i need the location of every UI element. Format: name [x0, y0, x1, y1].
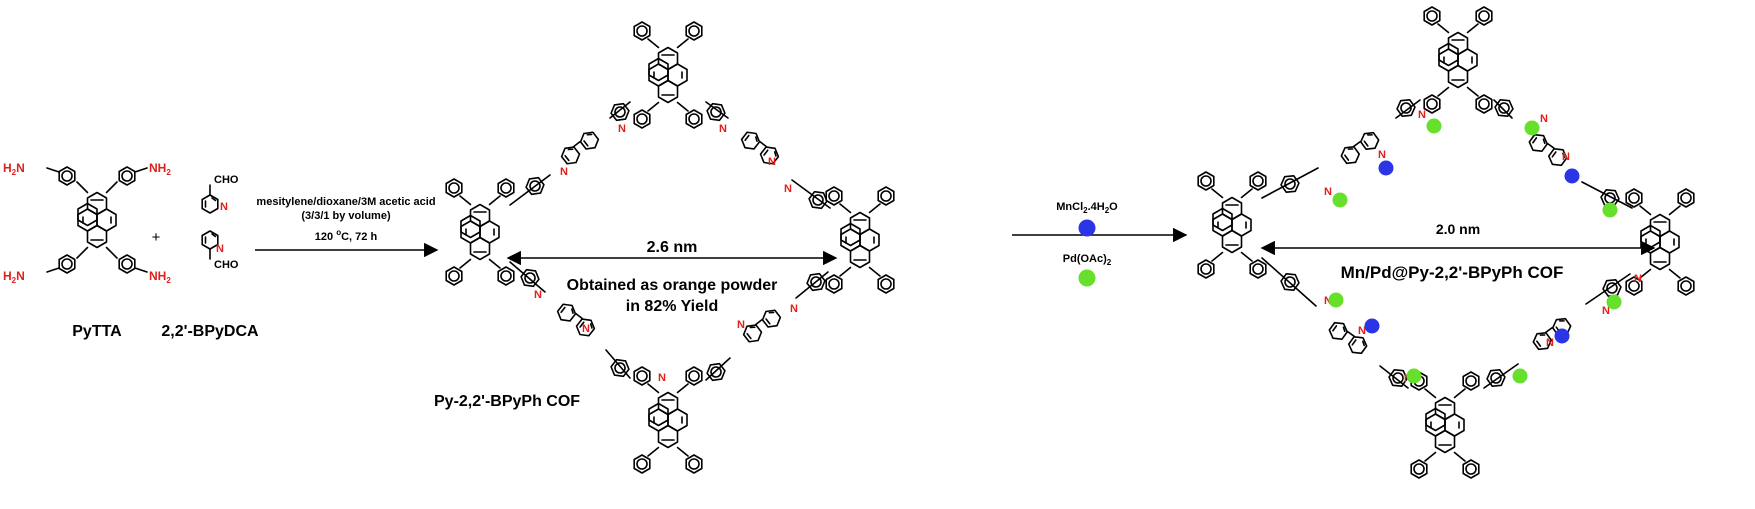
mn-marker [1554, 328, 1570, 344]
step1-conditions-line1: mesitylene/dioxane/3M acetic acid [256, 196, 435, 208]
pytta-name: PyTTA [72, 323, 122, 340]
pd-marker [1602, 202, 1618, 218]
svg-text:N: N [1418, 109, 1426, 121]
svg-text:N: N [737, 319, 745, 331]
step2-mn-reagent: MnCl2.4H2O [1056, 201, 1118, 215]
bpydca-molecule: N N CHO CHO [201, 174, 239, 271]
cof1-note-line2: in 82% Yield [626, 298, 718, 315]
bpydca-name: 2,2'-BPyDCA [161, 323, 259, 340]
aldehyde-label-top: CHO [214, 174, 239, 186]
pd-marker [1606, 294, 1622, 310]
mn-marker [1378, 160, 1394, 176]
svg-text:N: N [1540, 113, 1548, 125]
svg-text:N: N [582, 323, 590, 335]
svg-text:N: N [658, 372, 666, 384]
svg-text:N: N [1324, 186, 1332, 198]
pd-marker-legend [1078, 269, 1096, 287]
step1-conditions-line2: (3/3/1 by volume) [301, 210, 391, 222]
pd-marker [1406, 368, 1422, 384]
cof2-name: Mn/Pd@Py-2,2'-BPyPh COF [1341, 263, 1564, 282]
cof2-framework: N N N N N N N N N N N [1198, 7, 1694, 478]
plus-sign: + [152, 229, 161, 246]
svg-text:N: N [1602, 305, 1610, 317]
amine-label-bottom-right: NH2 [149, 269, 171, 285]
step1-conditions-line3: 120 oC, 72 h [315, 228, 378, 243]
pytta-molecule: H2N NH2 H2N NH2 [3, 161, 171, 285]
cof2-pore-size: 2.0 nm [1436, 221, 1480, 237]
svg-text:N: N [1378, 149, 1386, 161]
pd-marker [1332, 192, 1348, 208]
svg-text:N: N [1634, 273, 1642, 285]
cof2-metal-markers [1328, 118, 1622, 384]
mn-marker-legend [1078, 219, 1096, 237]
svg-text:N: N [1562, 151, 1570, 163]
svg-text:N: N [618, 123, 626, 135]
cof1-pore-size: 2.6 nm [647, 239, 698, 256]
cof1-note-line1: Obtained as orange powder [567, 277, 778, 294]
mn-marker [1364, 318, 1380, 334]
amine-label-top-left: H2N [3, 161, 25, 177]
aldehyde-label-bottom: CHO [214, 259, 239, 271]
svg-text:N: N [1324, 295, 1332, 307]
svg-text:N: N [1358, 325, 1366, 337]
svg-text:N: N [220, 201, 228, 213]
svg-text:N: N [790, 303, 798, 315]
pd-marker [1328, 292, 1344, 308]
svg-text:N: N [719, 123, 727, 135]
step2-pd-reagent: Pd(OAc)2 [1063, 253, 1112, 267]
mn-marker [1564, 168, 1580, 184]
svg-text:N: N [560, 166, 568, 178]
pd-marker [1512, 368, 1528, 384]
cof1-name: Py-2,2'-BPyPh COF [434, 393, 580, 410]
svg-text:N: N [534, 289, 542, 301]
cof1-framework: N N N N N N N N N N [446, 22, 894, 473]
amine-label-bottom-left: H2N [3, 269, 25, 285]
svg-text:N: N [784, 183, 792, 195]
svg-text:N: N [216, 243, 224, 255]
pd-marker [1524, 120, 1540, 136]
svg-text:N: N [1546, 337, 1554, 349]
pd-marker [1426, 118, 1442, 134]
svg-text:N: N [768, 156, 776, 168]
amine-label-top-right: NH2 [149, 161, 171, 177]
